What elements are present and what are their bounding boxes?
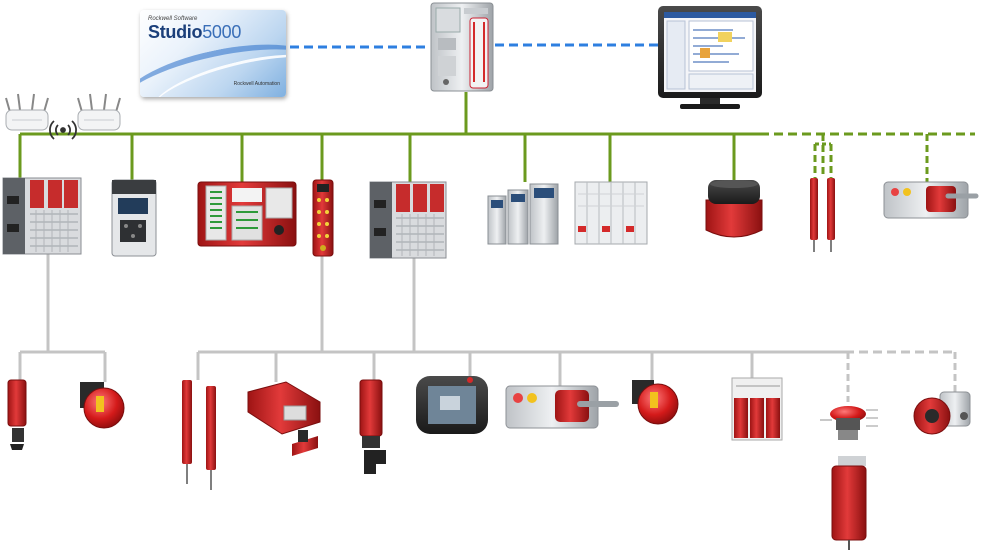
safety-io-block: [312, 179, 334, 257]
guard-locking-switch-bottom: [505, 385, 619, 429]
distributed-io-rack-1: [2, 177, 82, 255]
workstation-monitor: [658, 6, 762, 109]
safety-plc: [197, 181, 297, 247]
wireless-pushbutton-station: [820, 406, 878, 550]
portable-hmi-pendant: [416, 376, 488, 434]
studio-brand-text: Rockwell Automation: [233, 81, 280, 87]
wireless-ap-right: [77, 93, 121, 131]
software-links: [290, 43, 660, 49]
safety-contactors: [731, 377, 783, 441]
emergency-stop-2: [632, 380, 679, 425]
servo-drives: [487, 183, 559, 245]
ethernet-network: [18, 92, 975, 182]
modular-io: [574, 181, 648, 245]
emergency-stop-1: [80, 382, 125, 429]
studio-subtitle: Rockwell Software: [148, 16, 198, 22]
wireless-signal-icon: [49, 120, 77, 140]
rfid-safety-switch: [247, 381, 321, 456]
safety-light-curtain-top: [810, 178, 835, 252]
variable-frequency-drive: [111, 179, 157, 257]
wireless-guard-lock: [913, 391, 971, 435]
safety-door-switch: [7, 379, 27, 450]
safety-controller: [430, 2, 494, 92]
safety-laser-scanner: [705, 180, 763, 238]
safety-light-curtain-bottom: [182, 380, 216, 490]
studio-title-main: Studio: [148, 22, 203, 42]
studio-title: Studio5000: [148, 22, 241, 43]
interlock-switch: [359, 379, 386, 474]
device-links: [18, 254, 957, 402]
guard-locking-switch-top: [883, 181, 979, 219]
wireless-access-points: [5, 93, 121, 140]
wireless-ap-left: [5, 93, 49, 131]
studio-title-version: 5000: [202, 22, 242, 42]
studio-5000-software-card: Rockwell Software Studio5000 Rockwell Au…: [140, 10, 286, 97]
distributed-io-rack-2: [369, 181, 447, 259]
